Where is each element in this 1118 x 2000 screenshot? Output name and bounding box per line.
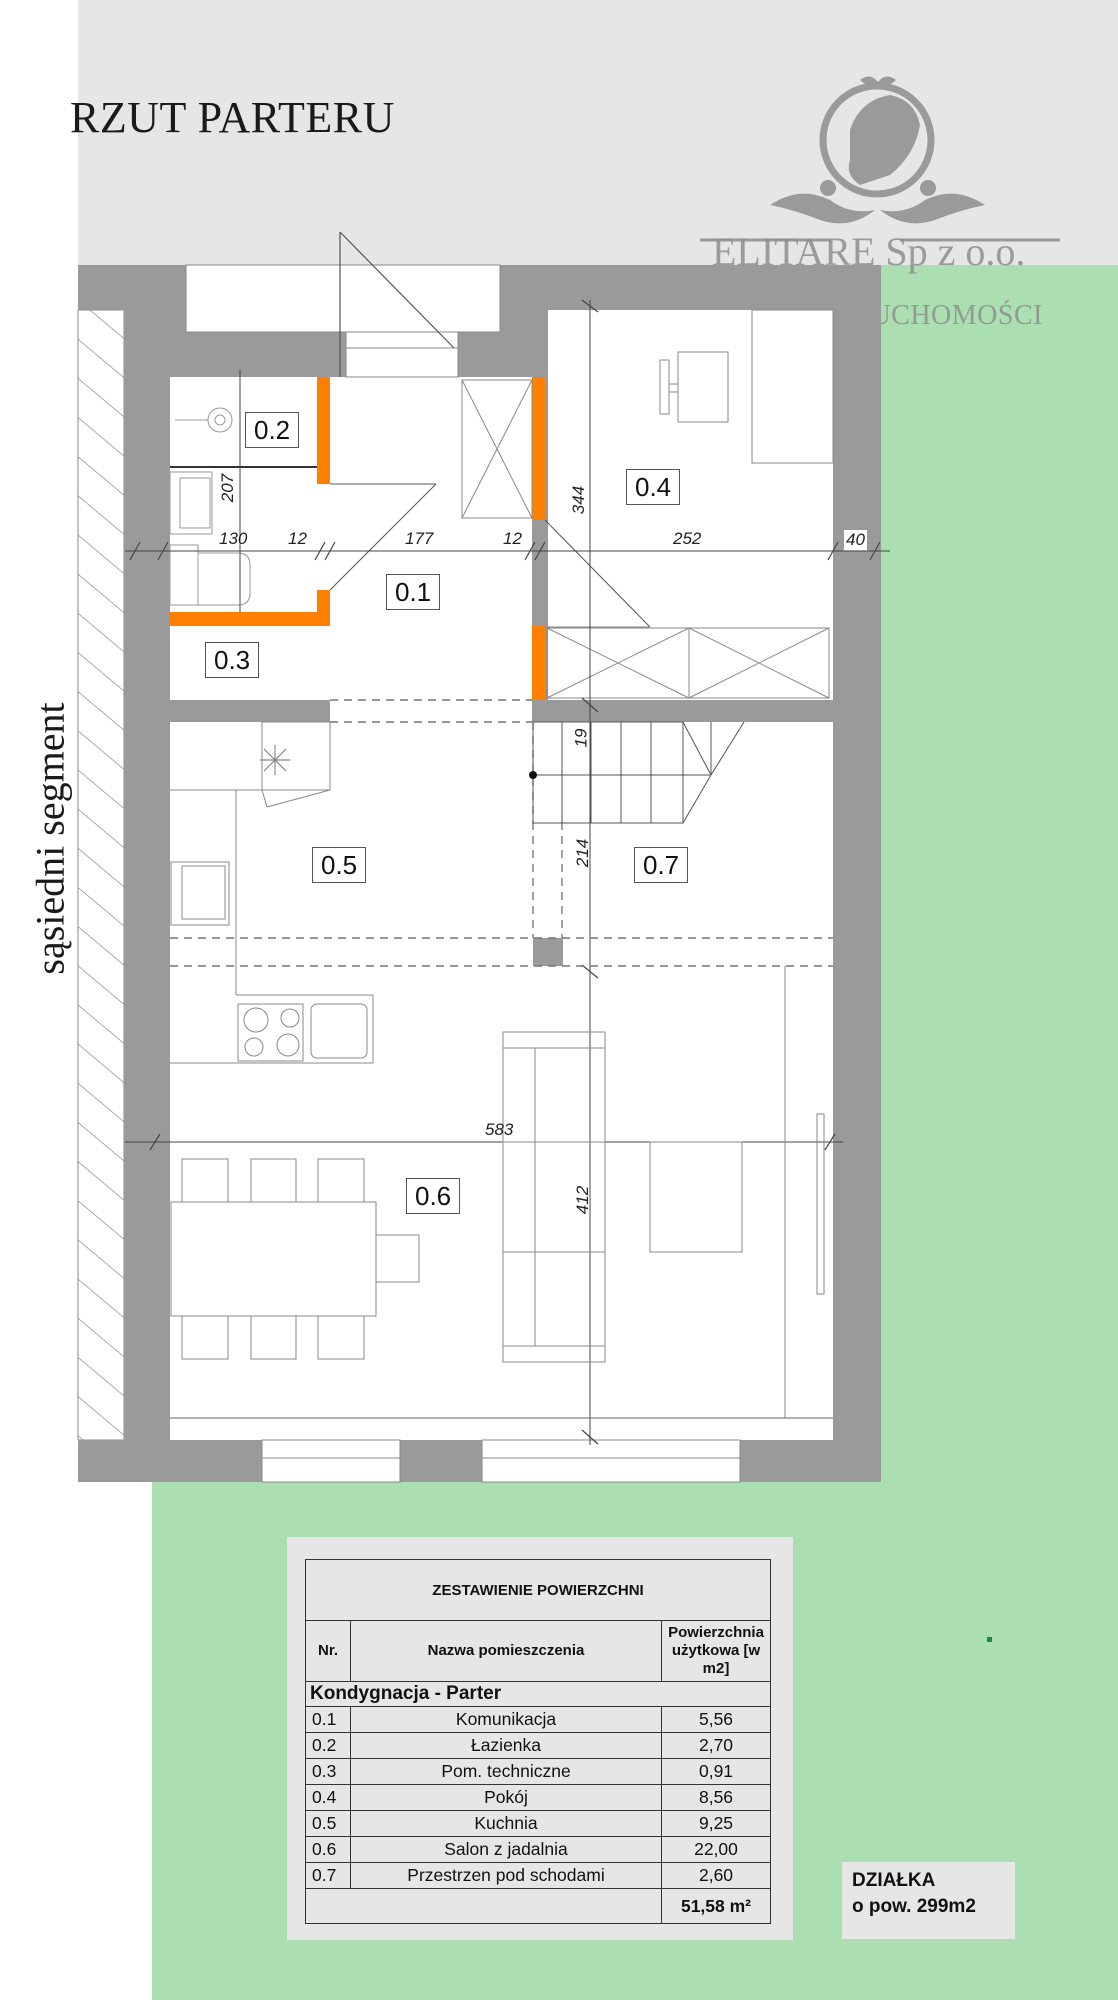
- room-tag-0-3: 0.3: [205, 642, 260, 678]
- total-area: 51,58 m²: [661, 1888, 771, 1924]
- column-header-name: Nazwa pomieszczenia: [350, 1620, 662, 1682]
- plot-area: o pow. 299m2: [852, 1896, 976, 1917]
- row-area: 2,60: [661, 1862, 771, 1889]
- plot-title: DZIAŁKA: [852, 1870, 936, 1891]
- row-area: 5,56: [661, 1706, 771, 1733]
- row-name: Kuchnia: [350, 1810, 662, 1837]
- row-nr: 0.1: [305, 1706, 351, 1733]
- row-area: 8,56: [661, 1784, 771, 1811]
- column-header-nr: Nr.: [305, 1620, 351, 1682]
- room-tag-0-1: 0.1: [386, 574, 441, 610]
- garden-area-side: [880, 265, 1118, 1485]
- dimension-344: 344: [569, 485, 589, 515]
- row-area: 22,00: [661, 1836, 771, 1863]
- room-tag-0-5: 0.5: [312, 847, 367, 883]
- row-name: Salon z jadalnia: [350, 1836, 662, 1863]
- table-row: 0.1 Komunikacja 5,56: [305, 1706, 771, 1733]
- plot-info-box: [842, 1862, 1015, 1939]
- row-name: Pom. techniczne: [350, 1758, 662, 1785]
- header-background: [78, 0, 1118, 265]
- dimension-583: 583: [485, 1120, 514, 1139]
- dimension-12-right: 12: [503, 529, 522, 548]
- dimension-19: 19: [571, 728, 591, 748]
- table-row: 0.4 Pokój 8,56: [305, 1784, 771, 1811]
- area-table-title: ZESTAWIENIE POWIERZCHNI: [305, 1559, 771, 1621]
- page-title: RZUT PARTERU: [70, 93, 395, 142]
- room-tag-0-2: 0.2: [245, 412, 300, 448]
- row-name: Komunikacja: [350, 1706, 662, 1733]
- row-name: Pokój: [350, 1784, 662, 1811]
- room-tag-0-4: 0.4: [626, 469, 681, 505]
- row-name: Łazienka: [350, 1732, 662, 1759]
- table-row: 0.7 Przestrzen pod schodami 2,60: [305, 1862, 771, 1889]
- dimension-12-left: 12: [288, 529, 307, 548]
- row-nr: 0.7: [305, 1862, 351, 1889]
- dimension-207: 207: [218, 473, 238, 503]
- dimension-412: 412: [573, 1185, 593, 1215]
- column-header-area: Powierzchnia użytkowa [w m2]: [661, 1620, 771, 1682]
- dimension-214: 214: [573, 838, 593, 868]
- table-row: 0.2 Łazienka 2,70: [305, 1732, 771, 1759]
- plot-marker: [987, 1637, 992, 1642]
- area-table: ZESTAWIENIE POWIERZCHNI Nr. Nazwa pomies…: [305, 1559, 771, 1924]
- room-tag-0-6: 0.6: [406, 1178, 461, 1214]
- row-nr: 0.5: [305, 1810, 351, 1837]
- row-nr: 0.4: [305, 1784, 351, 1811]
- table-row: 0.5 Kuchnia 9,25: [305, 1810, 771, 1837]
- table-row: 0.3 Pom. techniczne 0,91: [305, 1758, 771, 1785]
- row-area: 0,91: [661, 1758, 771, 1785]
- dimension-177: 177: [405, 529, 434, 548]
- lion-crest-icon: [700, 76, 1060, 242]
- room-tag-0-7: 0.7: [634, 847, 689, 883]
- table-row: 0.6 Salon z jadalnia 22,00: [305, 1836, 771, 1863]
- floor-label: Kondygnacja - Parter: [305, 1681, 771, 1707]
- row-nr: 0.6: [305, 1836, 351, 1863]
- neighbour-hatch: [77, 309, 125, 1441]
- row-nr: 0.3: [305, 1758, 351, 1785]
- row-nr: 0.2: [305, 1732, 351, 1759]
- total-spacer: [305, 1888, 662, 1924]
- dimension-252: 252: [673, 529, 702, 548]
- row-area: 9,25: [661, 1810, 771, 1837]
- neighbour-segment-label: sąsiedni segment: [27, 702, 73, 975]
- dimension-40: 40: [843, 529, 868, 551]
- row-area: 2,70: [661, 1732, 771, 1759]
- row-name: Przestrzen pod schodami: [350, 1862, 662, 1889]
- dimension-130: 130: [219, 529, 248, 548]
